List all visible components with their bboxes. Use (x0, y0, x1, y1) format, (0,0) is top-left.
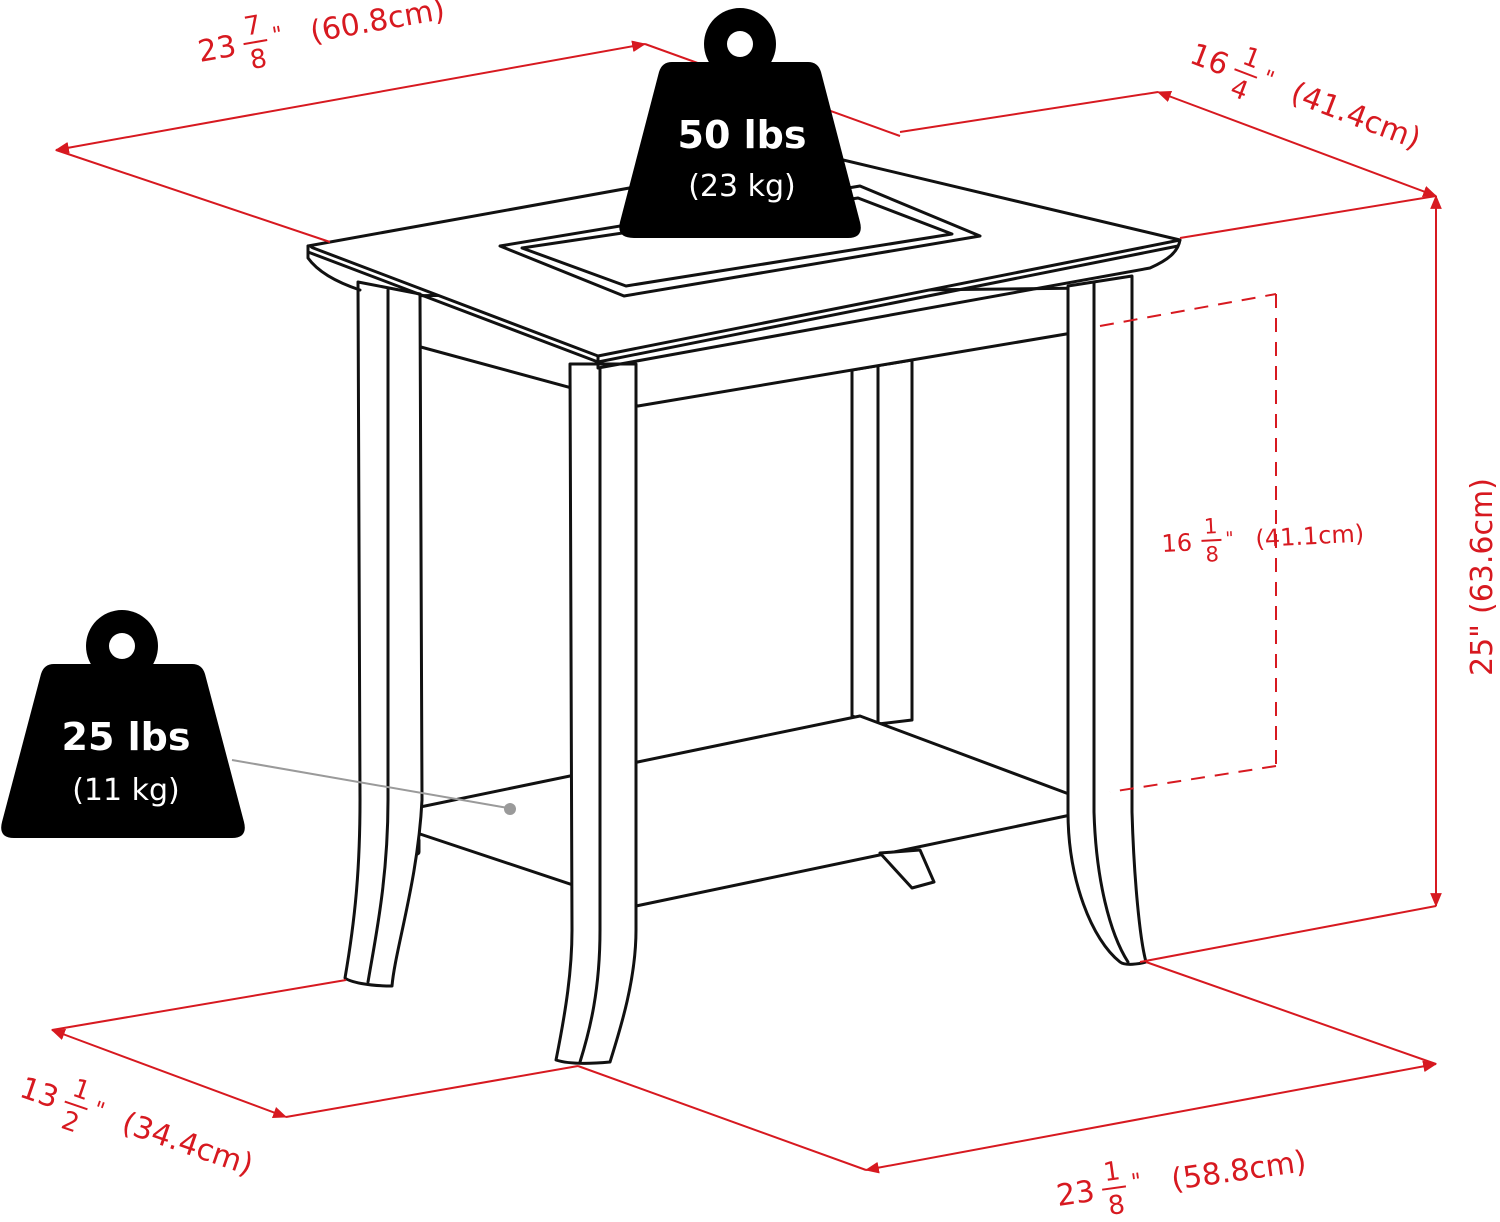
back-right-leg (850, 358, 914, 726)
top-depth-denominator: 4 (1226, 73, 1252, 107)
clearance-dashed-bracket (1099, 293, 1277, 793)
shelf-weight-value: 25 lbs (62, 715, 191, 759)
clearance-denominator: 8 (1205, 542, 1220, 567)
base-depth-inch-mark: " (90, 1097, 108, 1124)
height-label: 25" (63.6cm) (1465, 478, 1500, 676)
base-depth-label: 13 1 2 " (34.4cm) (15, 1070, 258, 1183)
top-width-fraction-bar (243, 39, 268, 46)
clearance-metric: (41.1cm) (1255, 519, 1365, 553)
base-depth-extension-top (51, 979, 347, 1031)
base-depth-extension-bottom (285, 1065, 579, 1118)
clearance-whole: 16 (1161, 528, 1193, 558)
base-width-fraction-bar (1102, 1185, 1127, 1191)
base-width-arrow (864, 1060, 1438, 1174)
top-width-numerator: 7 (242, 10, 264, 42)
base-width-extension-right (1145, 961, 1437, 1065)
base-depth-numerator: 1 (69, 1073, 94, 1107)
clearance-inch-mark: " (1225, 528, 1234, 549)
top-weight-badge: 50 lbs (23 kg) (619, 8, 861, 238)
top-depth-numerator: 1 (1238, 42, 1264, 76)
base-width-numerator: 1 (1102, 1156, 1123, 1188)
base-width-metric: (58.8cm) (1169, 1144, 1308, 1198)
base-width-inch-mark: " (1130, 1169, 1144, 1195)
weight-icon (619, 8, 861, 238)
shelf-weight-metric: (11 kg) (72, 773, 180, 808)
dimension-lines (50, 40, 1442, 1174)
top-weight-value: 50 lbs (678, 113, 807, 157)
top-depth-label: 16 1 4 " (41.4cm) (1185, 37, 1425, 157)
top-width-arrow (54, 40, 647, 154)
height-imperial: 25" (1465, 624, 1500, 676)
top-width-whole: 23 (195, 29, 239, 70)
shelf-weight-callout (231, 759, 516, 815)
callout-dot (504, 803, 516, 815)
top-depth-extension-right (1179, 195, 1437, 239)
base-width-denominator: 8 (1106, 1190, 1127, 1222)
base-depth-fraction-bar (64, 1100, 88, 1111)
bottom-shelf (394, 714, 1087, 908)
height-extension-bottom (1139, 905, 1437, 963)
base-width-extension-left (577, 1065, 867, 1171)
front-leg (554, 362, 638, 1065)
top-width-label: 23 7 8 " (60.8cm) (195, 0, 448, 76)
right-leg (1066, 274, 1148, 966)
base-width-whole: 23 (1054, 1174, 1097, 1214)
base-depth-metric: (34.4cm) (118, 1106, 258, 1183)
end-table-drawing (306, 152, 1182, 1065)
top-width-metric: (60.8cm) (308, 0, 448, 50)
top-depth-arrow (1156, 91, 1438, 197)
top-depth-extension-top (899, 91, 1159, 133)
base-depth-arrow (50, 1029, 288, 1118)
shelf-weight-badge: 25 lbs (11 kg) (1, 610, 245, 838)
back-left-leg (343, 280, 424, 988)
top-depth-metric: (41.4cm) (1286, 75, 1425, 156)
clearance-label: 16 1 8 " (41.1cm) (1161, 514, 1365, 567)
top-weight-metric: (23 kg) (688, 169, 796, 204)
top-width-extension-left (55, 149, 331, 243)
height-metric: (63.6cm) (1465, 478, 1500, 614)
top-depth-inch-mark: " (1259, 66, 1277, 93)
top-width-denominator: 8 (248, 44, 270, 76)
base-depth-denominator: 2 (58, 1106, 83, 1140)
clearance-fraction-bar (1201, 538, 1222, 542)
weight-icon (1, 610, 245, 838)
top-depth-fraction-bar (1234, 68, 1258, 79)
clearance-numerator: 1 (1203, 514, 1218, 539)
base-depth-whole: 13 (15, 1070, 63, 1116)
base-width-label: 23 1 8 " (58.8cm) (1054, 1144, 1308, 1222)
top-width-inch-mark: " (271, 22, 285, 48)
top-depth-whole: 16 (1185, 37, 1233, 83)
